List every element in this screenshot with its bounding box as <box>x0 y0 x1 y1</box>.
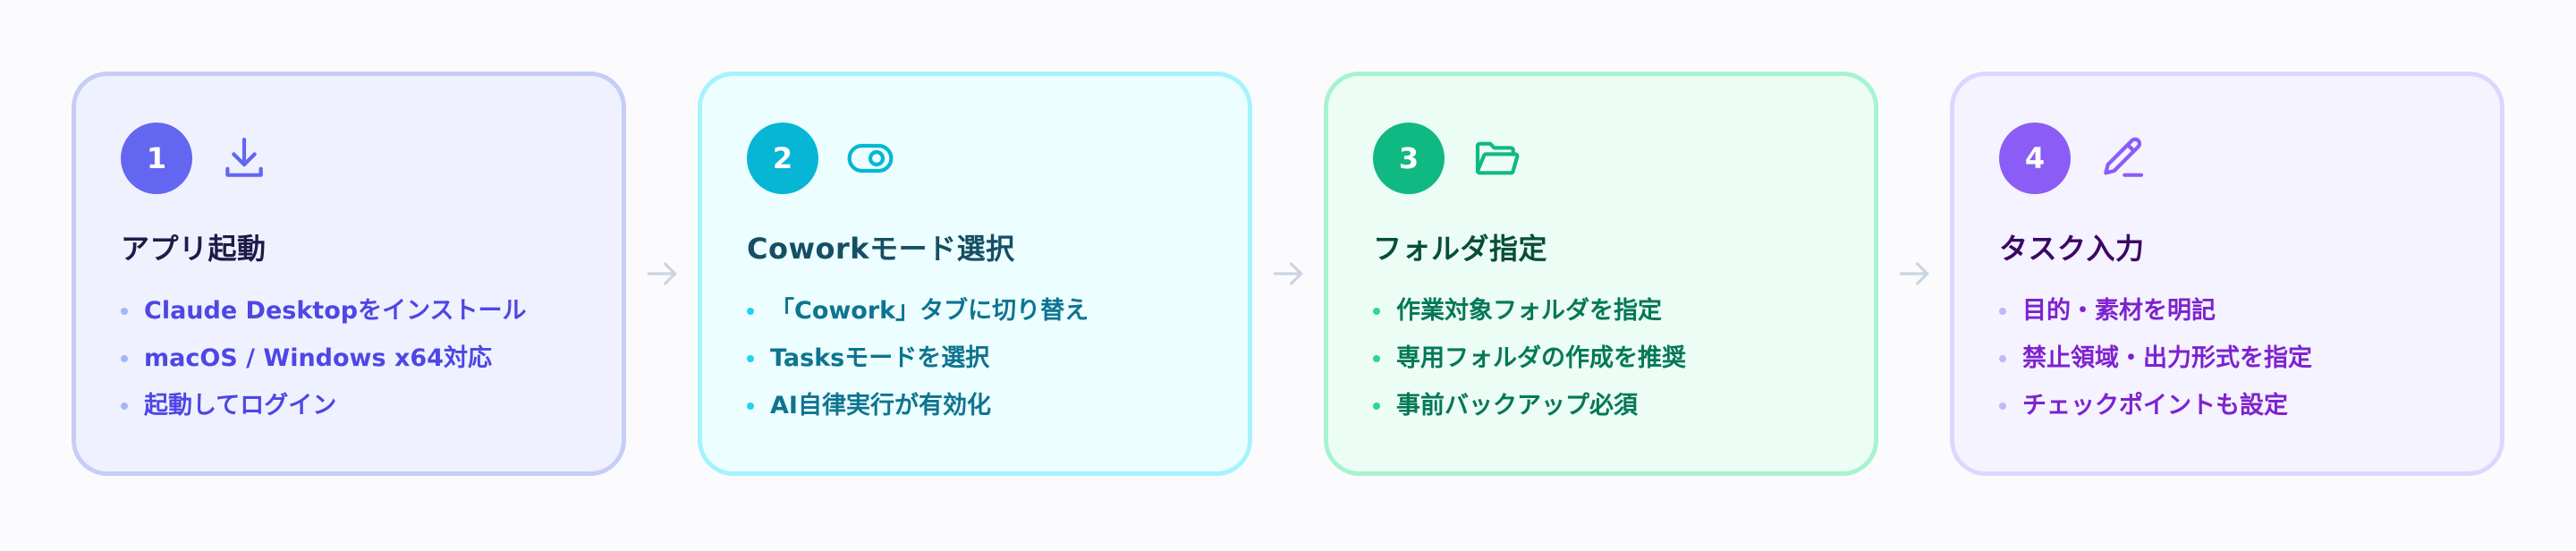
bullet-dot <box>1373 355 1380 362</box>
step-number-badge: 3 <box>1373 123 1445 194</box>
step-card-2: 2 Coworkモード選択 「Cowork」タブに切り替え Tasksモードを選… <box>698 72 1252 476</box>
step-bullet-list: 「Cowork」タブに切り替え Tasksモードを選択 AI自律実行が有効化 <box>747 296 1089 438</box>
step-title: タスク入力 <box>1999 232 2145 266</box>
bullet-text: 目的・素材を明記 <box>2022 297 2216 325</box>
list-item: 「Cowork」タブに切り替え <box>747 296 1089 343</box>
bullet-text: 事前バックアップ必須 <box>1396 392 1638 420</box>
bullet-dot <box>747 403 754 410</box>
bullet-text: Tasksモードを選択 <box>770 344 990 372</box>
folder-open-icon <box>1471 133 1521 183</box>
bullet-dot <box>1999 355 2006 362</box>
bullet-text: 「Cowork」タブに切り替え <box>770 297 1089 325</box>
bullet-dot <box>747 308 754 315</box>
bullet-dot <box>1373 308 1380 315</box>
step-number-badge: 2 <box>747 123 818 194</box>
toggle-icon <box>845 133 895 183</box>
download-icon <box>219 133 269 183</box>
step-bullet-list: Claude Desktopをインストール macOS / Windows x6… <box>121 296 527 438</box>
bullet-dot <box>1999 403 2006 410</box>
setup-flow: 1 アプリ起動 Claude Desktopをインストール macOS / Wi… <box>72 72 2504 479</box>
list-item: Claude Desktopをインストール <box>121 296 527 343</box>
step-number-badge: 4 <box>1999 123 2071 194</box>
bullet-dot <box>121 403 128 410</box>
arrow-right-icon <box>642 254 682 293</box>
step-card-1: 1 アプリ起動 Claude Desktopをインストール macOS / Wi… <box>72 72 626 476</box>
bullet-dot <box>121 355 128 362</box>
bullet-text: チェックポイントも設定 <box>2022 392 2288 420</box>
step-card-4: 4 タスク入力 目的・素材を明記 禁止領域・出力形式を指定 チェックポイントも設… <box>1950 72 2504 476</box>
list-item: 起動してログイン <box>121 391 527 438</box>
step-number-badge: 1 <box>121 123 192 194</box>
list-item: 禁止領域・出力形式を指定 <box>1999 343 2312 391</box>
step-bullet-list: 作業対象フォルダを指定 専用フォルダの作成を推奨 事前バックアップ必須 <box>1373 296 1686 438</box>
list-item: AI自律実行が有効化 <box>747 391 1089 438</box>
bullet-text: 起動してログイン <box>144 392 337 420</box>
list-item: 専用フォルダの作成を推奨 <box>1373 343 1686 391</box>
step-card-3: 3 フォルダ指定 作業対象フォルダを指定 専用フォルダの作成を推奨 事前バックア… <box>1324 72 1878 476</box>
bullet-text: 禁止領域・出力形式を指定 <box>2022 344 2312 372</box>
step-title: アプリ起動 <box>121 232 267 266</box>
list-item: Tasksモードを選択 <box>747 343 1089 391</box>
step-bullet-list: 目的・素材を明記 禁止領域・出力形式を指定 チェックポイントも設定 <box>1999 296 2312 438</box>
bullet-text: 専用フォルダの作成を推奨 <box>1396 344 1686 372</box>
arrow-right-icon <box>1268 254 1308 293</box>
list-item: 目的・素材を明記 <box>1999 296 2312 343</box>
pencil-icon <box>2097 133 2148 183</box>
bullet-text: 作業対象フォルダを指定 <box>1396 297 1662 325</box>
list-item: 事前バックアップ必須 <box>1373 391 1686 438</box>
step-title: Coworkモード選択 <box>747 232 1015 266</box>
list-item: macOS / Windows x64対応 <box>121 343 527 391</box>
list-item: チェックポイントも設定 <box>1999 391 2312 438</box>
bullet-dot <box>1373 403 1380 410</box>
step-title: フォルダ指定 <box>1373 232 1548 266</box>
list-item: 作業対象フォルダを指定 <box>1373 296 1686 343</box>
bullet-dot <box>747 355 754 362</box>
bullet-text: macOS / Windows x64対応 <box>144 344 492 372</box>
arrow-right-icon <box>1894 254 1934 293</box>
bullet-text: AI自律実行が有効化 <box>770 392 991 420</box>
bullet-dot <box>121 308 128 315</box>
bullet-dot <box>1999 308 2006 315</box>
bullet-text: Claude Desktopをインストール <box>144 297 527 325</box>
